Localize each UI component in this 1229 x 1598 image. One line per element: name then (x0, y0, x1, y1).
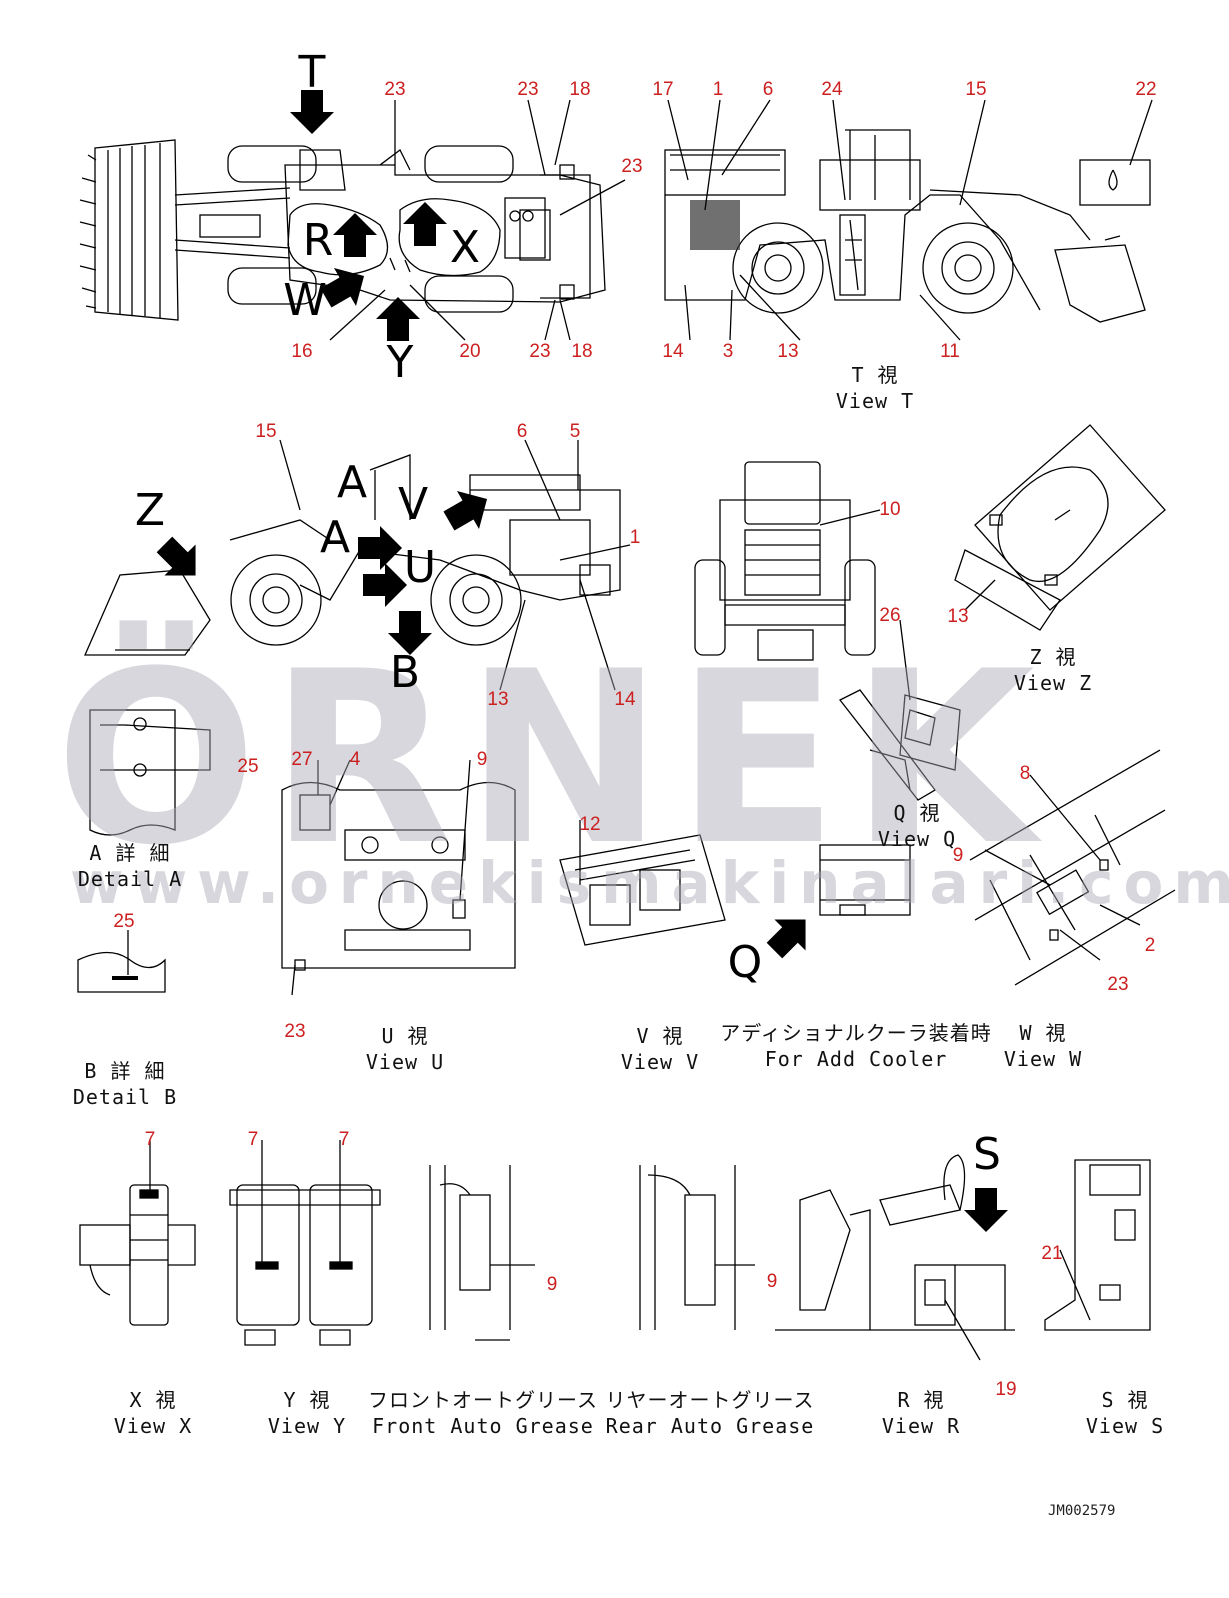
watermark-url: www.ornekismakinalari.com.tr (70, 849, 1229, 917)
callout-18: 18 (569, 79, 591, 100)
loader-side-view-2 (84, 454, 621, 656)
callout-14: 14 (662, 341, 684, 362)
callout-17: 17 (652, 79, 674, 100)
loader-top-view (79, 139, 606, 321)
view-s-panel (1044, 1159, 1151, 1331)
callout-13: 13 (487, 689, 509, 710)
add-cooler-panel (819, 844, 911, 916)
caption-view-x: X 視 View X (113, 1388, 193, 1438)
detail-a (89, 709, 211, 836)
view-letter-z: Z (134, 485, 166, 536)
callout-3: 3 (722, 341, 734, 362)
callout-22: 22 (1135, 79, 1157, 100)
view-z-panel (954, 424, 1166, 631)
callout-6: 6 (762, 79, 774, 100)
callout-25: 25 (113, 911, 135, 932)
callout-10: 10 (879, 499, 901, 520)
view-u-frame (281, 759, 516, 996)
watermark-brand: ÖRNEK (55, 621, 1047, 898)
view-letter-q: Q (727, 937, 763, 988)
caption-view-q: Q 視 View Q (877, 801, 957, 851)
callout-7: 7 (338, 1129, 350, 1150)
view-q-part (838, 619, 961, 801)
caption-detail-b: B 詳 細 Detail B (72, 1059, 178, 1109)
caption-detail-a: A 詳 細 Detail A (77, 841, 183, 891)
caption-front-grease: フロントオートグリース Front Auto Grease (368, 1388, 598, 1438)
callout-15: 15 (255, 421, 277, 442)
caption-view-z: Z 視 View Z (1013, 645, 1093, 695)
callout-8: 8 (1019, 763, 1031, 784)
view-letter-a-lower: A (319, 512, 351, 563)
view-letter-r: R (302, 215, 334, 266)
callout-15: 15 (965, 79, 987, 100)
caption-view-u: U 視 View U (365, 1024, 445, 1074)
drawing-code: JM002579 (1048, 1503, 1116, 1519)
callout-1: 1 (712, 79, 724, 100)
view-letter-w: W (283, 275, 327, 326)
callout-27: 27 (291, 749, 313, 770)
callout-14: 14 (614, 689, 636, 710)
callout-23: 23 (284, 1021, 306, 1042)
view-y-filters (229, 1140, 381, 1346)
callout-23: 23 (529, 341, 551, 362)
caption-add-cooler: アディショナルクーラ装着時 For Add Cooler (720, 1021, 992, 1071)
front-auto-grease (429, 1165, 535, 1341)
caption-view-t: T 視 View T (835, 363, 915, 413)
callout-7: 7 (247, 1129, 259, 1150)
view-letter-a-upper: A (336, 457, 368, 508)
callout-23: 23 (1107, 974, 1129, 995)
caption-view-s: S 視 View S (1085, 1388, 1165, 1438)
caption-rear-grease: リヤーオートグリース Rear Auto Grease (605, 1388, 815, 1438)
callout-1: 1 (629, 527, 641, 548)
caption-view-w: W 視 View W (1003, 1021, 1083, 1071)
rear-auto-grease (639, 1165, 755, 1330)
view-letter-x: X (449, 222, 481, 273)
view-letter-b: B (389, 647, 421, 698)
callout-6: 6 (516, 421, 528, 442)
callout-23: 23 (384, 79, 406, 100)
callout-23: 23 (517, 79, 539, 100)
callout-9: 9 (546, 1274, 558, 1295)
callout-20: 20 (459, 341, 481, 362)
callout-16: 16 (291, 341, 313, 362)
view-w-panel (969, 749, 1176, 986)
callout-12: 12 (579, 814, 601, 835)
view-letter-t: T (298, 47, 326, 98)
callout-13: 13 (947, 606, 969, 627)
callout-23: 23 (621, 156, 643, 177)
callout-9: 9 (952, 845, 964, 866)
callout-18: 18 (571, 341, 593, 362)
callout-26: 26 (879, 605, 901, 626)
view-letter-y: Y (386, 337, 414, 388)
loader-rear-view (694, 461, 876, 661)
callout-19: 19 (995, 1379, 1017, 1400)
view-letter-u: U (403, 542, 437, 593)
view-letter-v: V (397, 479, 429, 530)
caption-view-v: V 視 View V (620, 1024, 700, 1074)
callout-9: 9 (766, 1271, 778, 1292)
callout-25: 25 (237, 756, 259, 777)
callout-7: 7 (144, 1129, 156, 1150)
callout-24: 24 (821, 79, 843, 100)
callout-9: 9 (476, 749, 488, 770)
detail-b (77, 930, 166, 993)
caption-view-r: R 視 View R (881, 1388, 961, 1438)
view-letter-s: S (973, 1129, 1001, 1180)
view-x-filter (79, 1140, 196, 1326)
view-v-panel (559, 820, 726, 946)
callout-11: 11 (940, 341, 960, 362)
loader-side-view (664, 129, 1151, 323)
callout-4: 4 (349, 749, 361, 770)
callout-5: 5 (569, 421, 581, 442)
callout-2: 2 (1144, 935, 1156, 956)
caption-view-y: Y 視 View Y (267, 1388, 347, 1438)
callout-21: 21 (1041, 1243, 1063, 1264)
view-r-cab (775, 1154, 1015, 1361)
callout-13: 13 (777, 341, 799, 362)
